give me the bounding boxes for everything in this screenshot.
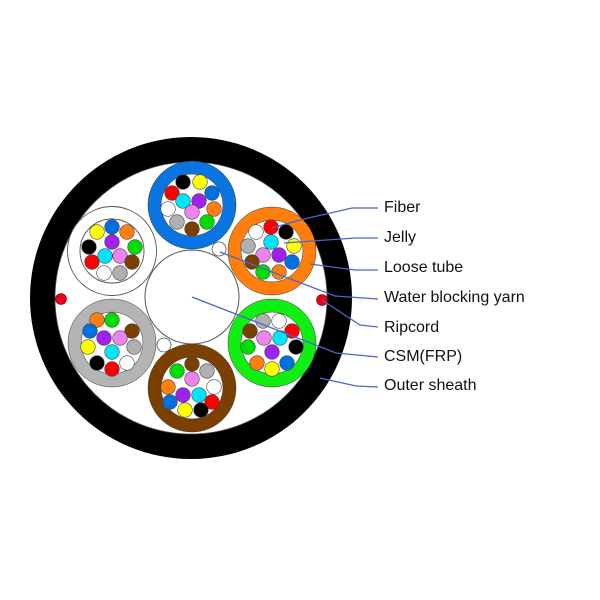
- loose-tube-orange: [227, 206, 317, 296]
- label-csm-frp: CSM(FRP): [384, 348, 463, 365]
- loose-tube-green: [227, 298, 317, 388]
- fiber-red: [104, 361, 120, 377]
- leader-water-yarn: [219, 251, 379, 300]
- leader-lines: [191, 207, 379, 388]
- fiber-white: [119, 355, 135, 371]
- fiber-pink: [256, 330, 272, 346]
- fiber-green: [240, 339, 256, 355]
- fiber-white: [206, 379, 222, 395]
- ripcord-left: [55, 293, 67, 305]
- fiber-pink: [184, 204, 200, 220]
- fiber-gray: [112, 265, 128, 281]
- water-blocking-yarn: [156, 337, 172, 353]
- leader-fiber: [271, 207, 378, 229]
- loose-tubes: [67, 160, 317, 433]
- fiber-red: [204, 394, 220, 410]
- loose-tube-blue: [147, 160, 237, 250]
- fiber-purple: [175, 387, 191, 403]
- leader-ripcord: [321, 299, 379, 328]
- fiber-brown: [124, 254, 140, 270]
- fiber-brown: [124, 323, 140, 339]
- fiber-yellow: [177, 402, 193, 418]
- fiber-purple: [96, 330, 112, 346]
- fiber-green: [169, 363, 185, 379]
- fiber-orange: [160, 379, 176, 395]
- fiber-orange: [89, 312, 105, 328]
- label-fiber: Fiber: [384, 199, 421, 216]
- fiber-orange: [249, 355, 265, 371]
- fiber-black: [278, 224, 294, 240]
- fiber-black: [288, 339, 304, 355]
- fiber-green: [104, 312, 120, 328]
- fiber-cyan: [175, 193, 191, 209]
- fiber-orange: [119, 224, 135, 240]
- leader-csm: [191, 296, 379, 358]
- loose-tube-gray: [67, 298, 157, 388]
- fiber-gray: [169, 214, 185, 230]
- fiber-gray: [255, 313, 271, 329]
- fiber-pink: [255, 247, 271, 263]
- fiber-yellow: [80, 339, 96, 355]
- fiber-blue: [162, 394, 178, 410]
- fiber-yellow: [264, 361, 280, 377]
- fiber-white: [160, 201, 176, 217]
- leader-loose-tube: [309, 263, 378, 271]
- fiber-blue: [204, 185, 220, 201]
- fiber-red: [84, 254, 100, 270]
- leader-jelly: [283, 237, 378, 244]
- fiber-white: [96, 265, 112, 281]
- leader-outer-sheath: [319, 377, 379, 388]
- loose-tube-white: [67, 206, 157, 296]
- fiber-green: [199, 214, 215, 230]
- fiber-pink: [112, 248, 128, 264]
- fiber-pink: [112, 330, 128, 346]
- label-outer-sheath: Outer sheath: [384, 377, 477, 394]
- fiber-gray: [126, 339, 142, 355]
- fiber-cyan: [191, 387, 207, 403]
- fiber-green: [255, 264, 271, 280]
- fiber-purple: [264, 344, 280, 360]
- fiber-yellow: [192, 174, 208, 190]
- fiber-cyan: [104, 344, 120, 360]
- fiber-yellow: [286, 238, 302, 254]
- fiber-blue: [284, 254, 300, 270]
- fiber-black: [81, 239, 97, 255]
- fiber-blue: [279, 355, 295, 371]
- fiber-purple: [191, 193, 207, 209]
- label-water-blocking-yarn: Water blocking yarn: [384, 289, 525, 306]
- fiber-red: [263, 219, 279, 235]
- fiber-green: [127, 239, 143, 255]
- fiber-black: [175, 174, 191, 190]
- label-ripcord: Ripcord: [384, 319, 440, 336]
- fiber-brown: [242, 323, 258, 339]
- fiber-brown: [184, 356, 200, 372]
- fiber-yellow: [89, 224, 105, 240]
- fiber-blue: [82, 323, 98, 339]
- fiber-pink: [184, 371, 200, 387]
- fiber-black: [89, 355, 105, 371]
- label-loose-tube: Loose tube: [384, 259, 464, 276]
- fiber-purple: [104, 234, 120, 250]
- fiber-red: [164, 185, 180, 201]
- loose-tube-brown: [147, 343, 237, 433]
- fiber-white: [248, 224, 264, 240]
- fiber-brown: [184, 221, 200, 237]
- fiber-cyan: [97, 248, 113, 264]
- fiber-black: [193, 402, 209, 418]
- fiber-orange: [206, 201, 222, 217]
- fiber-blue: [104, 219, 120, 235]
- fiber-purple: [271, 247, 287, 263]
- label-jelly: Jelly: [384, 229, 417, 246]
- fiber-gray: [199, 363, 215, 379]
- fiber-white: [271, 313, 287, 329]
- fiber-gray: [240, 238, 256, 254]
- fiber-cyan: [263, 234, 279, 250]
